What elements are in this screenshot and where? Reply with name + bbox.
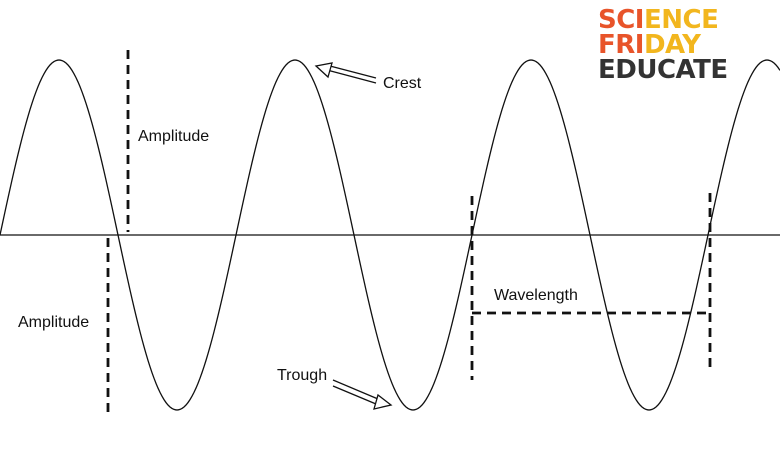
amplitude-lower-label: Amplitude <box>18 314 89 331</box>
logo-line-science: SCIENCE <box>598 5 728 35</box>
logo-science-part1: SCI <box>598 5 644 35</box>
science-friday-educate-logo: SCIENCE FRIDAY EDUCATE <box>598 5 728 85</box>
trough-arrow <box>332 379 393 410</box>
crest-label: Crest <box>383 75 422 92</box>
logo-educate: EDUCATE <box>598 55 728 85</box>
logo-friday-part2: DAY <box>643 30 701 60</box>
logo-science-part2: ENCE <box>643 5 719 35</box>
logo-line-friday: FRIDAY <box>598 30 728 60</box>
wavelength-label: Wavelength <box>494 287 578 304</box>
amplitude-upper-label: Amplitude <box>138 128 209 145</box>
crest-arrow <box>314 62 377 84</box>
logo-friday-part1: FRI <box>598 30 644 60</box>
sine-wave <box>0 59 780 411</box>
logo-line-educate: EDUCATE <box>598 55 728 85</box>
trough-label: Trough <box>277 367 327 384</box>
